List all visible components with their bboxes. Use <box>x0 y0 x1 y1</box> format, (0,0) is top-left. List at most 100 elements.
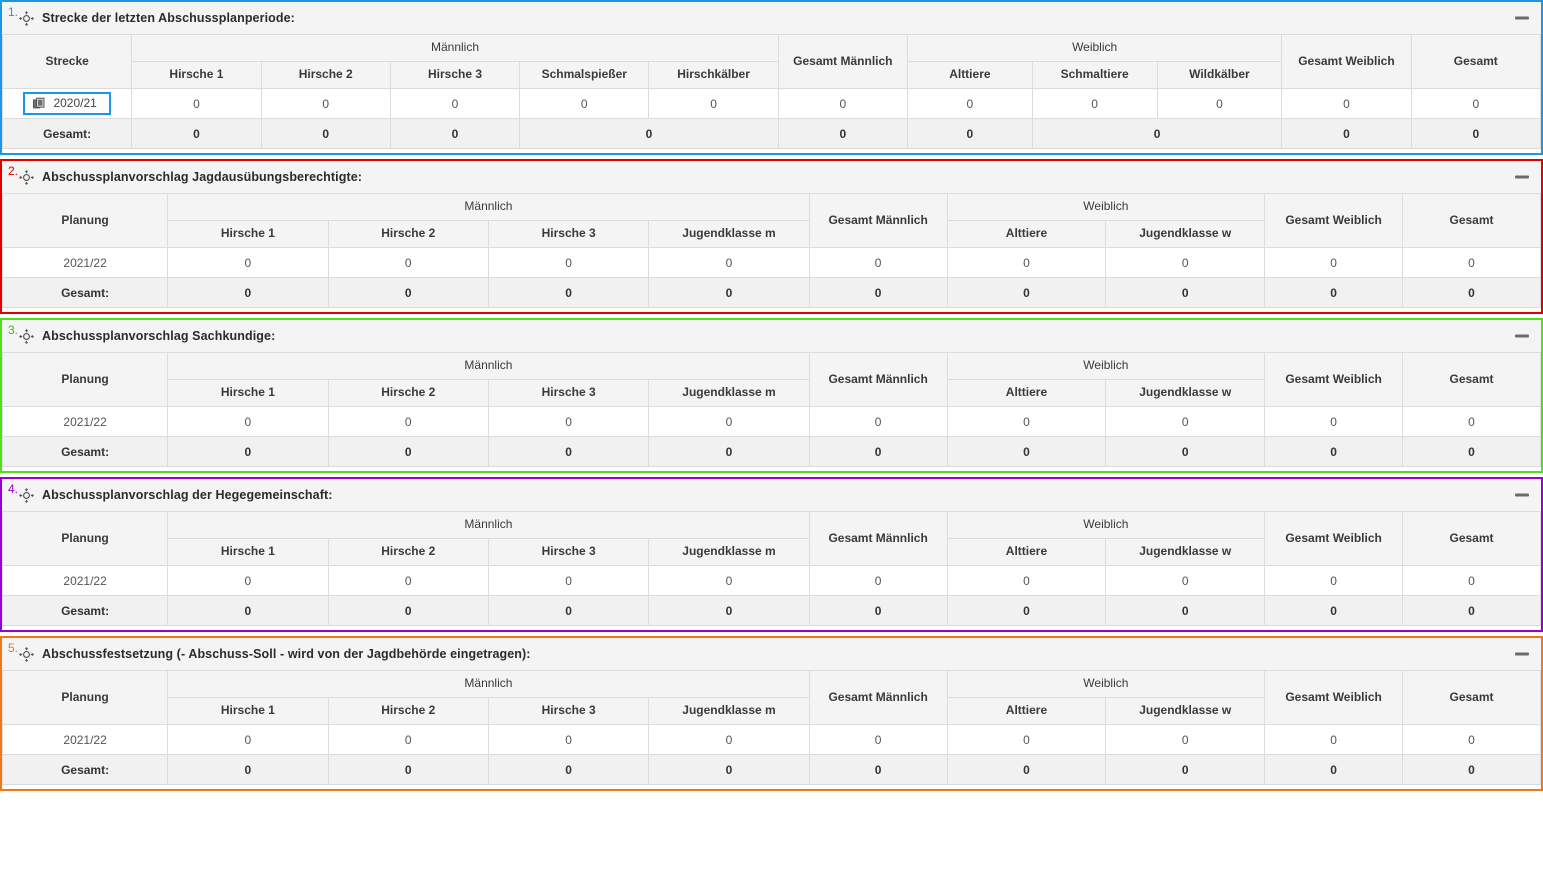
total-male-2: 0 <box>260 118 391 149</box>
cell-male-1[interactable]: 0 <box>131 88 262 119</box>
cell-male-1[interactable]: 0 <box>167 406 329 437</box>
cell-male-4[interactable]: 0 <box>648 406 810 437</box>
header-gesamt-weiblich: Gesamt Weiblich <box>1264 511 1404 566</box>
cell-total-female: 0 <box>1264 247 1404 278</box>
header-male-col-4: Jugendklasse m <box>648 379 810 407</box>
cell-male-2[interactable]: 0 <box>327 247 489 278</box>
cell-female-2[interactable]: 0 <box>1031 88 1158 119</box>
header-group-maennlich: Männlich <box>167 511 810 539</box>
header-gesamt-maennlich: Gesamt Männlich <box>777 34 908 89</box>
cell-male-1[interactable]: 0 <box>167 565 329 596</box>
move-crosshair-icon[interactable] <box>19 646 35 662</box>
cell-male-2[interactable]: 0 <box>260 88 391 119</box>
cell-female-1[interactable]: 0 <box>946 565 1107 596</box>
panel-number: 5. <box>8 641 19 655</box>
cell-male-2[interactable]: 0 <box>327 565 489 596</box>
header-group-weiblich: Weiblich <box>946 193 1266 221</box>
minimize-icon[interactable] <box>1514 330 1529 343</box>
cell-female-2[interactable]: 0 <box>1105 724 1266 755</box>
move-crosshair-icon[interactable] <box>19 169 35 185</box>
cell-male-3[interactable]: 0 <box>487 724 650 755</box>
header-group-weiblich: Weiblich <box>946 352 1266 380</box>
header-gesamt-weiblich: Gesamt Weiblich <box>1264 193 1404 248</box>
total-gesamt-weiblich: 0 <box>1264 277 1404 308</box>
panel-section-2: 2.Abschussplanvorschlag Jagdausübungsber… <box>0 159 1543 314</box>
minimize-icon[interactable] <box>1514 171 1529 184</box>
total-female-2: 0 <box>1105 277 1266 308</box>
move-crosshair-icon <box>19 487 35 503</box>
cell-female-1[interactable]: 0 <box>946 724 1107 755</box>
header-gesamt-maennlich: Gesamt Männlich <box>808 193 948 248</box>
header-male-col-5: Hirschkälber <box>648 61 779 89</box>
move-crosshair-icon[interactable] <box>19 487 35 503</box>
cell-male-2[interactable]: 0 <box>327 406 489 437</box>
cell-total-female: 0 <box>1264 565 1404 596</box>
header-male-col-3: Hirsche 3 <box>487 697 650 725</box>
header-male-col-4: Jugendklasse m <box>648 220 810 248</box>
cell-total: 0 <box>1402 247 1541 278</box>
header-male-col-4: Jugendklasse m <box>648 697 810 725</box>
header-gesamt-maennlich: Gesamt Männlich <box>808 670 948 725</box>
total-female-1: 0 <box>946 277 1107 308</box>
cell-female-2[interactable]: 0 <box>1105 247 1266 278</box>
cell-female-1[interactable]: 0 <box>946 247 1107 278</box>
header-male-col-3: Hirsche 3 <box>487 220 650 248</box>
cell-total-female: 0 <box>1264 724 1404 755</box>
cell-male-4[interactable]: 0 <box>648 565 810 596</box>
period-select-button[interactable]: 2020/21 <box>23 91 111 116</box>
total-gesamt: 0 <box>1402 754 1541 785</box>
cell-total-female: 0 <box>1264 406 1404 437</box>
cell-male-1[interactable]: 0 <box>167 247 329 278</box>
total-male-3: 0 <box>487 754 650 785</box>
panel-section-1: 1.Strecke der letzten Abschussplanperiod… <box>0 0 1543 155</box>
panel-header-5: 5.Abschussfestsetzung (- Abschuss-Soll -… <box>2 638 1541 670</box>
cell-female-3[interactable]: 0 <box>1156 88 1283 119</box>
panel-section-3: 3.Abschussplanvorschlag Sachkundige:Plan… <box>0 318 1543 473</box>
row-period-label-cell: 2020/21 <box>1 88 133 119</box>
cell-male-3[interactable]: 0 <box>487 406 650 437</box>
total-gesamt: 0 <box>1402 436 1541 467</box>
cell-male-3[interactable]: 0 <box>389 88 521 119</box>
cell-male-3[interactable]: 0 <box>487 565 650 596</box>
minimize-icon[interactable] <box>1514 648 1529 661</box>
header-group-maennlich: Männlich <box>167 670 810 698</box>
cell-total-male: 0 <box>808 565 948 596</box>
total-male-2: 0 <box>327 754 489 785</box>
cell-male-1[interactable]: 0 <box>167 724 329 755</box>
cell-male-3[interactable]: 0 <box>487 247 650 278</box>
cell-total-male: 0 <box>808 406 948 437</box>
panel-header-3: 3.Abschussplanvorschlag Sachkundige: <box>2 320 1541 352</box>
header-female-col-3: Wildkälber <box>1156 61 1283 89</box>
cell-female-2[interactable]: 0 <box>1105 565 1266 596</box>
total-row-label: Gesamt: <box>1 595 169 626</box>
total-female-1: 0 <box>946 595 1107 626</box>
move-crosshair-icon[interactable] <box>19 328 35 344</box>
cell-female-1[interactable]: 0 <box>946 406 1107 437</box>
total-gesamt-weiblich: 0 <box>1264 436 1404 467</box>
total-male-3: 0 <box>487 436 650 467</box>
move-crosshair-icon[interactable] <box>19 10 35 26</box>
cell-total-male: 0 <box>808 724 948 755</box>
minimize-dash <box>1514 334 1529 338</box>
cell-female-2[interactable]: 0 <box>1105 406 1266 437</box>
cell-male-4[interactable]: 0 <box>648 247 810 278</box>
header-male-col-2: Hirsche 2 <box>260 61 391 89</box>
header-female-col-2: Jugendklasse w <box>1105 697 1266 725</box>
cell-male-5[interactable]: 0 <box>648 88 779 119</box>
total-gesamt-maennlich: 0 <box>808 277 948 308</box>
header-female-col-2: Jugendklasse w <box>1105 538 1266 566</box>
cell-male-2[interactable]: 0 <box>327 724 489 755</box>
header-male-col-3: Hirsche 3 <box>487 538 650 566</box>
cell-male-4[interactable]: 0 <box>519 88 650 119</box>
cell-female-1[interactable]: 0 <box>906 88 1033 119</box>
total-gesamt: 0 <box>1402 277 1541 308</box>
cell-male-4[interactable]: 0 <box>648 724 810 755</box>
minimize-icon[interactable] <box>1514 12 1529 25</box>
minimize-icon[interactable] <box>1514 489 1529 502</box>
